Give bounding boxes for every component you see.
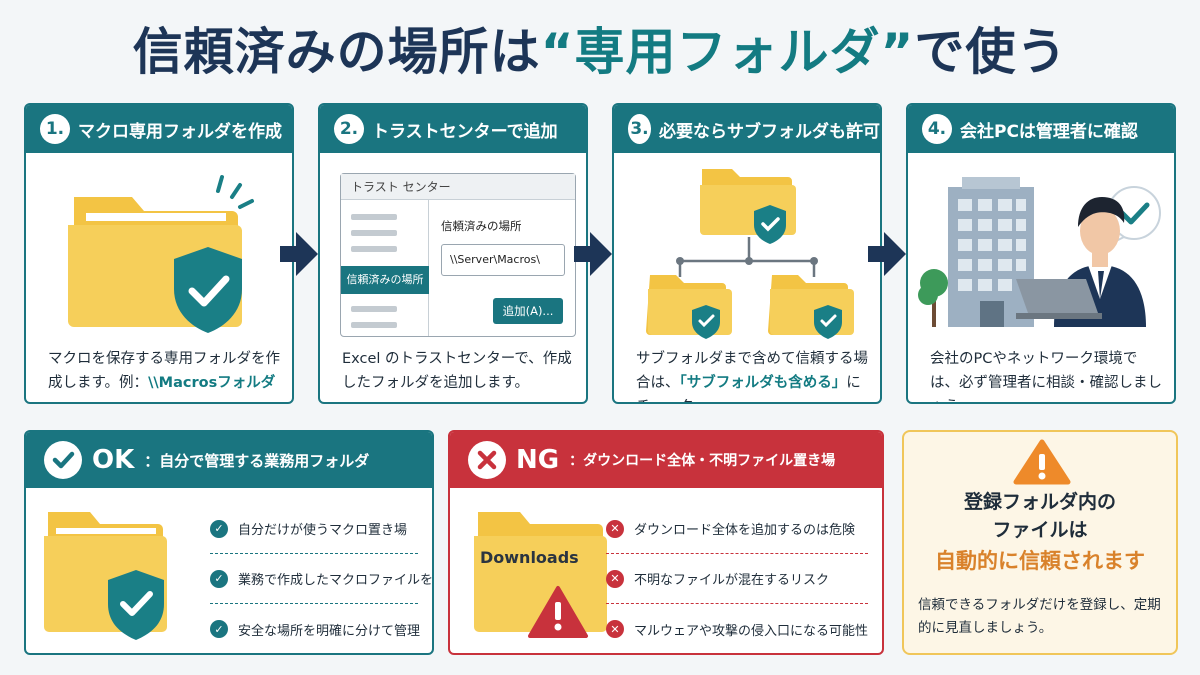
arrow-right-icon: [280, 232, 318, 276]
warning-icon: [528, 586, 588, 638]
step-description: Excel のトラストセンターで、作成したフォルダを追加します。: [342, 351, 572, 391]
arrow-right-icon: [868, 232, 906, 276]
list-item: ✕ 不明なファイルが混在するリスク: [606, 554, 868, 604]
dialog-title: トラスト センター: [341, 174, 575, 200]
step-title: 必要ならサブフォルダも許可: [659, 121, 880, 142]
folder-icon: [474, 512, 607, 632]
warning-emphasis: 自動的に信頼されます: [935, 549, 1145, 573]
title-accent: “専用フォルダ”: [540, 23, 915, 81]
sparkle-icon: [216, 175, 254, 209]
folder-tree-illustration: [646, 169, 854, 339]
folder-label: Downloads: [480, 548, 579, 567]
folder-shield-illustration: [68, 175, 254, 333]
check-icon: ✓: [210, 620, 228, 638]
step-header: 3. 必要ならサブフォルダも許可: [614, 105, 880, 153]
step-card-2: 2. トラストセンターで追加 トラスト センター 信頼済みの場所 信頼済みの場所…: [318, 103, 588, 404]
cross-icon: [468, 441, 506, 479]
ng-title: ：ダウンロード全体・不明ファイル置き場: [569, 453, 836, 469]
check-icon: [44, 441, 82, 479]
admin-illustration: [918, 177, 1161, 327]
list-item: ✓ 自分だけが使うマクロ置き場: [210, 504, 418, 554]
step-card-4: 4. 会社PCは管理者に確認: [906, 103, 1176, 404]
arrow-right-icon: [574, 232, 612, 276]
ng-card-header: NG ：ダウンロード全体・不明ファイル置き場: [450, 432, 882, 488]
warning-heading: 登録フォルダ内の ファイルは: [963, 491, 1116, 541]
path-input[interactable]: \\Server\Macros\: [441, 244, 565, 276]
ok-card-header: OK ：自分で管理する業務用フォルダ: [26, 432, 432, 488]
step-number: 3.: [628, 114, 651, 144]
check-icon: ✓: [210, 519, 228, 538]
warning-icon: [1013, 439, 1071, 485]
step-description: 会社のPCやネットワーク環境では、必ず管理者に相談・確認しましょう。: [930, 351, 1162, 402]
dialog-sidebar: 信頼済みの場所: [341, 200, 429, 336]
list-item: ✓ 安全な場所を明確に分けて管理: [210, 604, 420, 653]
cross-icon: ✕: [606, 569, 624, 588]
ng-card: NG ：ダウンロード全体・不明ファイル置き場 Downloads ✕ ダウンロー…: [448, 430, 884, 655]
ng-list: ✕ ダウンロード全体を追加するのは危険 ✕ 不明なファイルが混在するリスク ✕ …: [606, 504, 868, 653]
step-title: 会社PCは管理者に確認: [960, 121, 1138, 142]
step-header: 2. トラストセンターで追加: [320, 105, 586, 153]
step-card-3: 3. 必要ならサブフォルダも許可: [612, 103, 882, 404]
cross-icon: ✕: [606, 519, 624, 538]
shield-check-icon: [692, 305, 720, 339]
cross-icon: ✕: [606, 620, 624, 638]
step-title: トラストセンターで追加: [372, 121, 558, 142]
shield-check-icon: [108, 570, 164, 640]
sidebar-item-trusted-locations[interactable]: 信頼済みの場所: [341, 266, 429, 294]
trust-center-dialog: トラスト センター 信頼済みの場所 信頼済みの場所 \\Server\Macro…: [340, 173, 576, 337]
warning-note: 信頼できるフォルダだけを登録し、定期的に見直しましょう。: [918, 597, 1161, 636]
ok-title: ：自分で管理する業務用フォルダ: [144, 451, 370, 470]
step-description: サブフォルダまで含めて信頼する場合は、「サブフォルダも含める」にチェック。: [636, 351, 868, 402]
safe-folder-illustration: [44, 512, 167, 640]
downloads-folder-illustration: Downloads: [468, 504, 618, 653]
ok-list: ✓ 自分だけが使うマクロ置き場 ✓ 業務で作成したマクロファイルを保存 ✓ 安全…: [210, 504, 432, 653]
shield-check-icon: [174, 247, 242, 333]
shield-check-icon: [754, 205, 786, 244]
step-number: 1.: [40, 114, 70, 144]
ok-tag: OK: [92, 445, 135, 475]
step-card-1: 1. マクロ専用フォルダを作成 マクロを保存する専用フォルダを作成します。例：\…: [24, 103, 294, 404]
check-icon: ✓: [210, 569, 228, 588]
list-item: ✕ ダウンロード全体を追加するのは危険: [606, 504, 868, 554]
person-laptop-icon: [1016, 197, 1146, 327]
list-item: ✓ 業務で作成したマクロファイルを保存: [210, 554, 432, 604]
ng-tag: NG: [516, 445, 560, 475]
field-label: 信頼済みの場所: [441, 219, 522, 233]
add-button[interactable]: 追加(A)...: [493, 298, 563, 324]
list-item: ✕ マルウェアや攻撃の侵入口になる可能性: [606, 604, 868, 653]
shield-check-icon: [814, 305, 842, 339]
step-description: マクロを保存する専用フォルダを作成します。例：\\Macrosフォルダ: [48, 351, 280, 391]
step-number: 2.: [334, 114, 364, 144]
title-prefix: 信頼済みの場所は: [132, 23, 541, 81]
warning-card: 登録フォルダ内の ファイルは 自動的に信頼されます 信頼できるフォルダだけを登録…: [902, 430, 1178, 655]
step-header: 4. 会社PCは管理者に確認: [908, 105, 1174, 153]
tree-icon: [918, 269, 948, 327]
title-suffix: で使う: [914, 23, 1068, 81]
step-number: 4.: [922, 114, 952, 144]
step-title: マクロ専用フォルダを作成: [78, 121, 282, 142]
step-header: 1. マクロ専用フォルダを作成: [26, 105, 292, 153]
page-title: 信頼済みの場所は“専用フォルダ”で使う: [0, 14, 1200, 90]
ok-card: OK ：自分で管理する業務用フォルダ ✓ 自分だけが使うマクロ置き場 ✓ 業務で…: [24, 430, 434, 655]
building-icon: [948, 177, 1034, 327]
